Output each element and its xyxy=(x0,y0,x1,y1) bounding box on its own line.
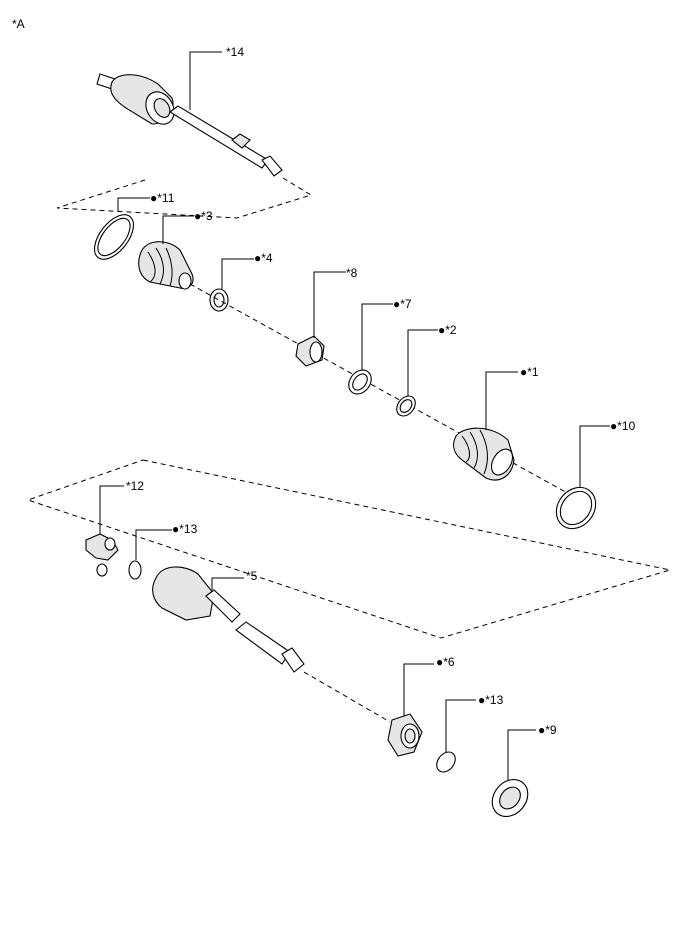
upper-dashed-frame xyxy=(56,177,313,219)
callout-5: *5 xyxy=(246,569,258,583)
leader-12 xyxy=(99,485,124,534)
callout-14: *14 xyxy=(226,45,244,59)
view-label: *A xyxy=(12,17,25,31)
dust-seal xyxy=(491,778,529,818)
callout-9: ●*9 xyxy=(538,723,557,737)
leader-7 xyxy=(361,303,393,370)
snap-ring-13a xyxy=(128,560,142,580)
leader-13a xyxy=(135,529,172,560)
tripod-joint xyxy=(85,533,119,577)
leader-5 xyxy=(211,577,244,590)
leader-8 xyxy=(313,271,346,338)
callout-7: ●*7 xyxy=(393,297,412,311)
boot-axis-line xyxy=(189,283,581,501)
callout-13a: ●*13 xyxy=(172,522,198,536)
lower-dashed-frame xyxy=(26,459,671,639)
callout-1: ●*1 xyxy=(520,365,539,379)
leader-11 xyxy=(117,197,150,212)
callout-8: *8 xyxy=(346,266,358,280)
callout-10: ●*10 xyxy=(610,419,636,433)
leader-10 xyxy=(579,425,610,488)
drive-shaft-assembly xyxy=(56,73,313,219)
callout-3: ●*3 xyxy=(194,209,213,223)
callout-11: ●*11 xyxy=(150,191,175,205)
callout-4: ●*4 xyxy=(254,251,273,265)
snap-ring-13b xyxy=(436,751,456,773)
callout-12: *12 xyxy=(126,479,144,493)
leader-13b xyxy=(445,699,476,752)
leader-6 xyxy=(403,663,434,716)
callout-6: ●*6 xyxy=(436,655,455,669)
leader-1 xyxy=(485,371,518,430)
leader-3 xyxy=(162,215,194,244)
leader-2 xyxy=(407,329,438,396)
callout-13b: ●*13 xyxy=(478,693,504,707)
outboard-boot xyxy=(138,241,194,290)
inboard-boot xyxy=(452,427,515,481)
inboard-joint-shaft xyxy=(152,566,305,673)
shaft-axis-line xyxy=(303,671,391,723)
leader-9 xyxy=(507,729,536,780)
bearing xyxy=(387,713,423,757)
callout-2: ●*2 xyxy=(438,323,457,337)
leader-4 xyxy=(221,258,254,289)
dynamic-damper xyxy=(295,335,325,367)
leader-14 xyxy=(189,51,222,110)
